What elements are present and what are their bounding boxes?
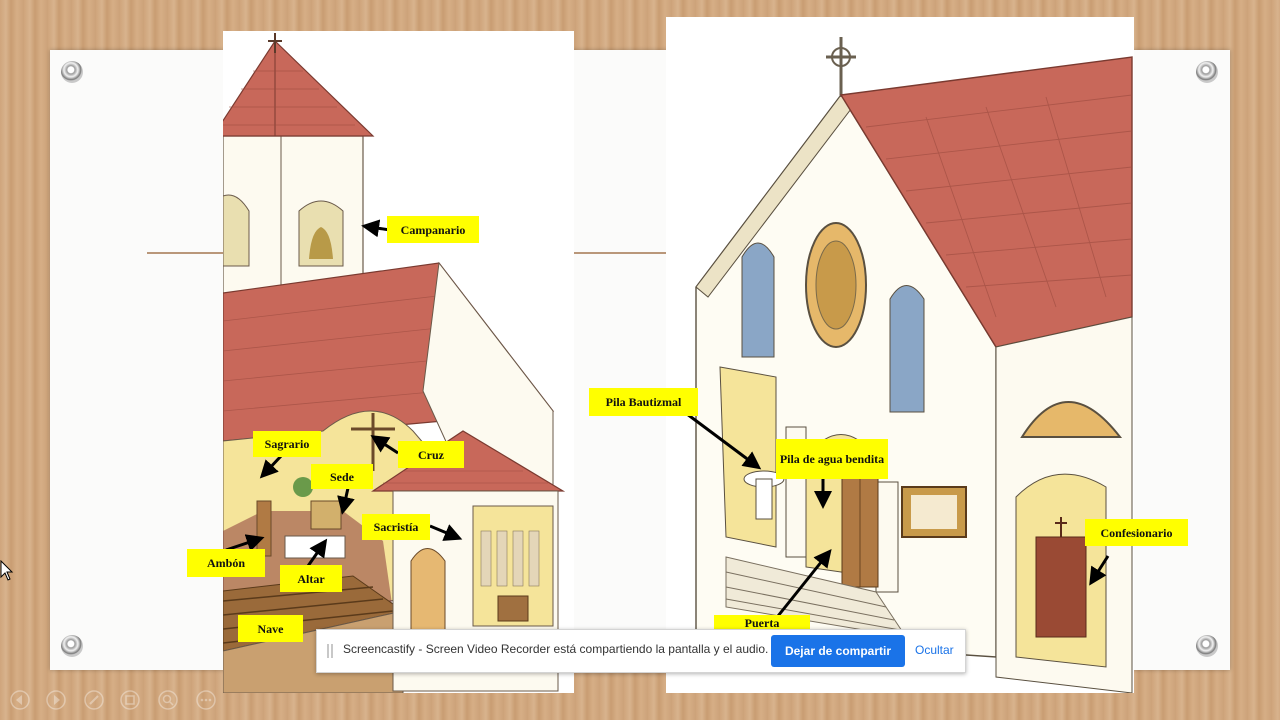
label-sacristia: Sacristía — [362, 514, 430, 540]
mouse-cursor-icon — [0, 559, 14, 582]
thumbtack-icon — [1196, 635, 1218, 657]
label-puerta: Puerta — [714, 615, 810, 629]
label-nave: Nave — [238, 615, 303, 642]
label-confesionario: Confesionario — [1085, 519, 1188, 546]
zoom-icon[interactable] — [158, 690, 178, 710]
label-altar: Altar — [280, 565, 342, 592]
stop-sharing-button[interactable]: Dejar de compartir — [771, 635, 905, 667]
slide-grid-icon[interactable] — [120, 690, 140, 710]
screen-share-notification: Screencastify - Screen Video Recorder es… — [316, 629, 966, 673]
previous-slide-icon[interactable] — [10, 690, 30, 710]
church-right-drawing — [695, 37, 1133, 693]
label-ambon: Ambón — [187, 549, 265, 577]
label-cruz: Cruz — [398, 441, 464, 468]
drag-handle-icon[interactable] — [327, 644, 333, 658]
church-exterior-illustration — [666, 17, 1134, 693]
church-left-drawing — [223, 33, 566, 693]
label-campanario: Campanario — [387, 216, 479, 243]
slide-rule-left — [147, 252, 277, 254]
slide-rule-middle — [574, 252, 666, 254]
label-pila-bautizmal: Pila Bautizmal — [589, 388, 698, 416]
thumbtack-icon — [61, 635, 83, 657]
label-sagrario: Sagrario — [253, 431, 321, 457]
church-interior-illustration — [223, 31, 574, 693]
pen-icon[interactable] — [84, 690, 104, 710]
label-sede: Sede — [311, 464, 373, 489]
hide-link[interactable]: Ocultar — [915, 643, 954, 657]
more-options-icon[interactable] — [196, 690, 216, 710]
label-pila-agua-bendita: Pila de agua bendita — [776, 439, 888, 479]
thumbtack-icon — [1196, 61, 1218, 83]
next-slide-icon[interactable] — [46, 690, 66, 710]
thumbtack-icon — [61, 61, 83, 83]
share-message: Screencastify - Screen Video Recorder es… — [343, 642, 769, 656]
